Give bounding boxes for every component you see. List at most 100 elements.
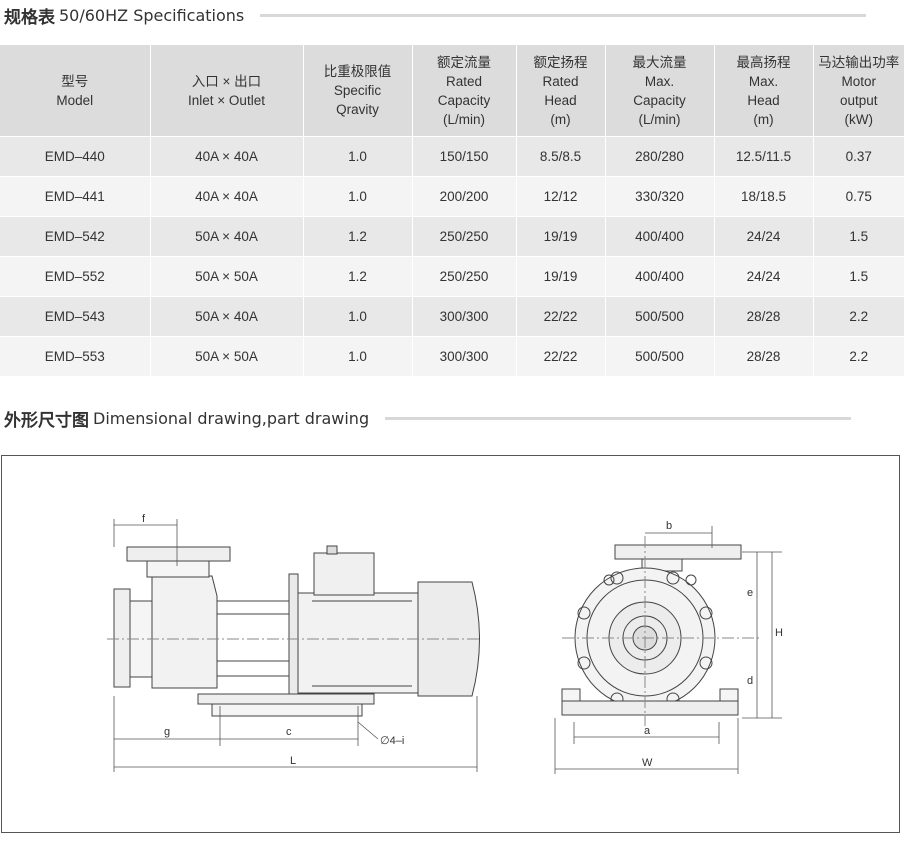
spec-section-title: 规格表 50/60HZ Specifications	[4, 3, 867, 28]
column-header-cn: 最大流量	[632, 54, 687, 70]
column-header-en: Specific	[333, 83, 382, 98]
table-cell: 300/300	[412, 296, 517, 337]
table-cell: 0.37	[813, 136, 904, 177]
table-cell: 12/12	[516, 176, 606, 217]
table-cell: 50A × 40A	[150, 296, 304, 337]
column-header-en: Head	[544, 92, 577, 108]
drawing-title-cn: 外形尺寸图	[4, 411, 89, 431]
dim-f: f	[142, 513, 146, 525]
dimensional-drawing-frame: f g c ∅4–i L	[1, 455, 900, 833]
column-header-en: Max.	[748, 73, 779, 89]
table-cell: 280/280	[605, 136, 715, 177]
table-cell: EMD–553	[0, 336, 151, 376]
table-cell: 2.2	[813, 336, 904, 376]
terminal-box	[313, 552, 375, 596]
dim-L: L	[290, 755, 296, 767]
table-cell: 24/24	[714, 256, 814, 297]
table-cell: EMD–542	[0, 216, 151, 257]
drawing-title-en: Dimensional drawing,part drawing	[93, 409, 370, 428]
table-cell: 400/400	[605, 216, 715, 257]
column-header-en: output	[839, 92, 878, 108]
table-cell: 400/400	[605, 256, 715, 297]
table-cell: 40A × 40A	[150, 136, 304, 177]
column-header-en: Motor	[841, 73, 876, 89]
bracket-plate	[288, 573, 299, 698]
dimensional-drawing: f g c ∅4–i L	[107, 513, 783, 774]
table-cell: 150/150	[412, 136, 517, 177]
dim-g: g	[164, 726, 170, 738]
dim-b: b	[666, 520, 672, 532]
column-header-en: Max.	[644, 73, 675, 89]
table-cell: 50A × 40A	[150, 216, 304, 257]
column-header-cn: 型号	[61, 73, 89, 89]
table-cell: EMD–441	[0, 176, 151, 217]
dim-a: a	[644, 725, 651, 737]
table-cell: 1.0	[303, 296, 413, 337]
dim-W: W	[642, 757, 653, 769]
column-header-en: Model	[56, 92, 94, 108]
outlet-flange	[126, 546, 231, 562]
table-cell: 0.75	[813, 176, 904, 217]
table-cell: 1.0	[303, 176, 413, 217]
table-cell: 1.0	[303, 336, 413, 376]
table-cell: 1.2	[303, 216, 413, 257]
column-header-en: Inlet × Outlet	[188, 92, 265, 108]
table-cell: 22/22	[516, 336, 606, 376]
table-cell: 50A × 50A	[150, 256, 304, 297]
column-header: 最大流量 Max. Capacity (L/min)	[605, 45, 715, 137]
column-header-en: (L/min)	[442, 111, 485, 127]
column-header-en: (m)	[753, 111, 774, 127]
column-header: 马达输出功率 Motor output (kW)	[813, 45, 904, 137]
table-cell: 250/250	[412, 216, 517, 257]
dim-c: c	[286, 726, 292, 738]
column-header-en: (L/min)	[638, 111, 681, 127]
dim-e: e	[747, 587, 753, 599]
table-cell: 300/300	[412, 336, 517, 376]
table-cell: 250/250	[412, 256, 517, 297]
column-header-en: Capacity	[633, 92, 686, 108]
title-rule	[385, 417, 852, 420]
dim-d: d	[747, 675, 753, 687]
table-cell: 500/500	[605, 336, 715, 376]
inlet-flange	[113, 588, 131, 688]
table-cell: 200/200	[412, 176, 517, 217]
column-header-cn: 马达输出功率	[818, 54, 900, 70]
table-cell: 2.2	[813, 296, 904, 337]
table-cell: EMD–552	[0, 256, 151, 297]
pump-casing	[151, 575, 218, 689]
table-cell: 18/18.5	[714, 176, 814, 217]
table-cell: 28/28	[714, 336, 814, 376]
column-header-en: Qravity	[336, 102, 379, 117]
title-rule	[260, 14, 867, 17]
front-outlet-flange	[614, 544, 742, 560]
base-plate	[197, 693, 375, 705]
dim-hole: ∅4–i	[380, 735, 404, 747]
column-header-cn: 额定流量	[437, 54, 491, 70]
table-cell: 1.0	[303, 136, 413, 177]
table-cell: 1.5	[813, 256, 904, 297]
table-cell: 330/320	[605, 176, 715, 217]
table-cell: 12.5/11.5	[714, 136, 814, 177]
table-cell: 8.5/8.5	[516, 136, 606, 177]
column-header-en: Capacity	[437, 92, 491, 108]
drawing-section-title: 外形尺寸图 Dimensional drawing,part drawing	[4, 406, 852, 431]
table-cell: 24/24	[714, 216, 814, 257]
table-cell: 50A × 50A	[150, 336, 304, 376]
column-header: 型号 Model	[0, 45, 151, 137]
table-cell: 22/22	[516, 296, 606, 337]
column-header-cn: 额定扬程	[533, 54, 588, 70]
column-header-en: (kW)	[844, 111, 873, 127]
front-view	[561, 536, 762, 726]
column-header-cn: 最高扬程	[736, 54, 791, 70]
